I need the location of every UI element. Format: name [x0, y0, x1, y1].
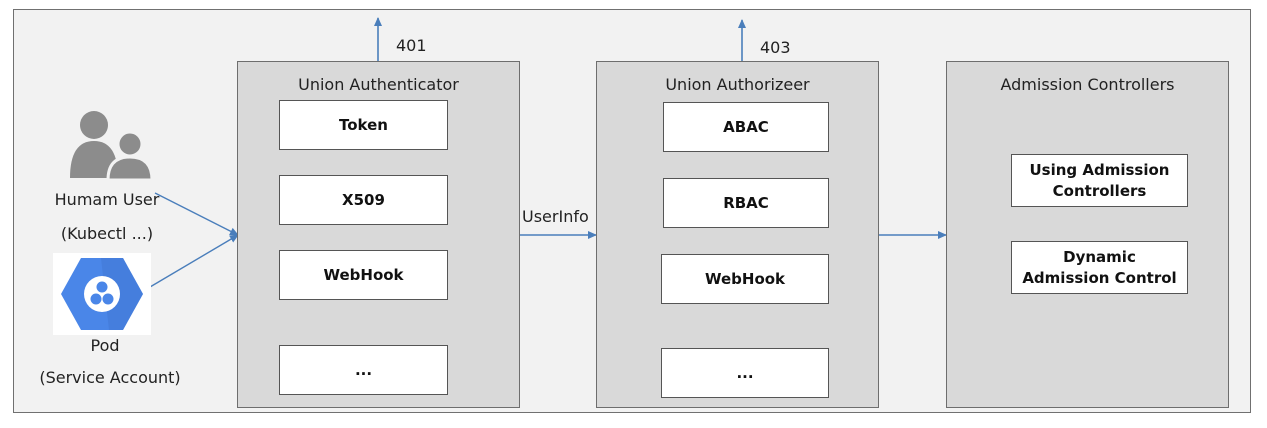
admission-using-line1: Using Admission — [1029, 161, 1170, 180]
admission-using-line2: Controllers — [1052, 181, 1147, 200]
kubernetes-pod-icon — [61, 258, 143, 330]
authz-more-box: ... — [661, 348, 829, 398]
authn-webhook-box: WebHook — [279, 250, 448, 300]
authorizer-panel: Union Authorizeer ABAC RBAC WebHook ... — [596, 61, 879, 408]
human-user-sublabel: (Kubectl ...) — [60, 224, 154, 243]
pod-to-authn-arrow — [149, 234, 239, 288]
admission-using-box: Using Admission Controllers — [1011, 154, 1188, 207]
admission-dynamic-box: Dynamic Admission Control — [1011, 241, 1188, 294]
authz-webhook-box: WebHook — [661, 254, 829, 304]
admission-title: Admission Controllers — [1000, 75, 1175, 94]
human-to-authn-arrow — [154, 192, 239, 236]
authenticator-title: Union Authenticator — [298, 75, 459, 94]
authn-more-box: ... — [279, 345, 448, 395]
authenticator-panel: Union Authenticator Token X509 WebHook .… — [237, 61, 520, 408]
admission-dynamic-line2: Admission Control — [1022, 268, 1177, 287]
userinfo-label: UserInfo — [522, 207, 589, 226]
pod-sublabel: (Service Account) — [39, 368, 181, 387]
authz-rbac-box: RBAC — [663, 178, 829, 228]
authn-x509-box: X509 — [279, 175, 448, 225]
authn-error-code: 401 — [396, 36, 427, 55]
admission-dynamic-line1: Dynamic — [1063, 248, 1136, 267]
users-icon — [70, 111, 154, 180]
pod-icon-tile — [53, 253, 151, 335]
human-user-label: Humam User — [54, 190, 160, 209]
authn-token-box: Token — [279, 100, 448, 150]
pod-label: Pod — [90, 336, 120, 355]
authorizer-title: Union Authorizeer — [665, 75, 810, 94]
authz-error-code: 403 — [760, 38, 791, 57]
authz-abac-box: ABAC — [663, 102, 829, 152]
admission-panel: Admission Controllers Using Admission Co… — [946, 61, 1229, 408]
